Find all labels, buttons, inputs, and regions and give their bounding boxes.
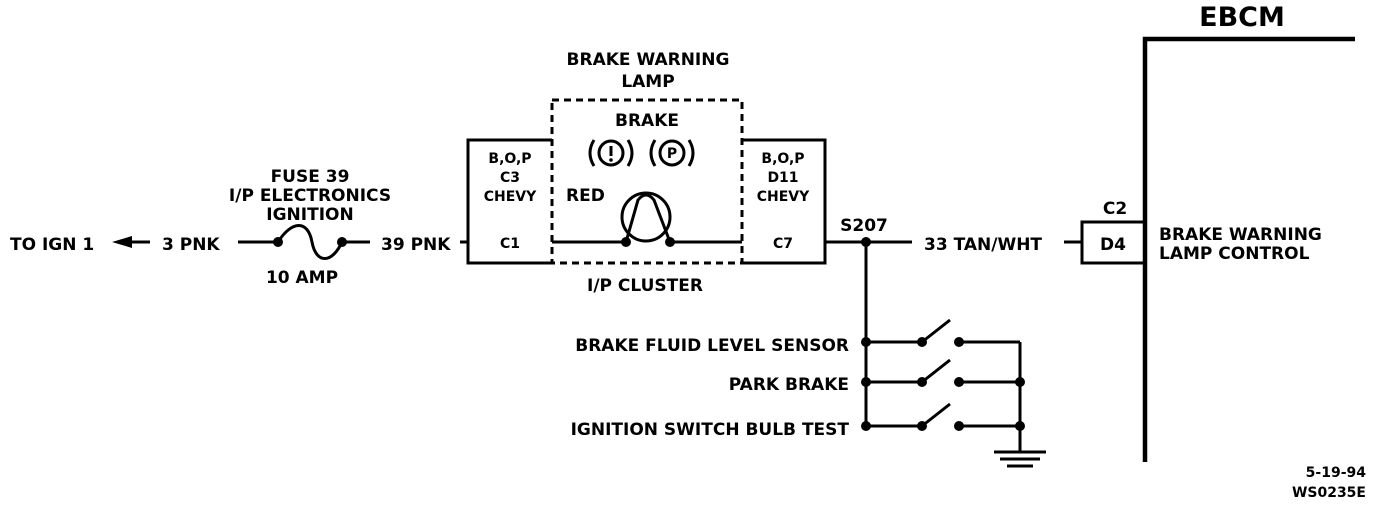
fuse-circuit-label: I/P ELECTRONICS	[229, 186, 391, 206]
lamp-color-label: RED	[566, 186, 605, 206]
wire-39-pnk-label: 39 PNK	[381, 235, 451, 255]
ign-destination-label: TO IGN 1	[10, 235, 94, 255]
lamp-name-label: BRAKE	[615, 111, 679, 131]
left-connector-pin: C1	[500, 236, 520, 252]
ebcm-pin-label: D4	[1100, 235, 1126, 255]
parking-brake-symbol-icon: P	[649, 139, 695, 167]
bulb-icon	[620, 191, 675, 247]
parking-brake-symbol-text: P	[667, 146, 677, 162]
switch-bulb-test-icon	[861, 402, 1025, 431]
ebcm-connector-box	[1080, 220, 1145, 265]
lamp-title-line2: LAMP	[621, 72, 674, 92]
ebcm-title: EBCM	[1199, 2, 1285, 33]
switch-label-park-brake: PARK BRAKE	[729, 375, 849, 395]
right-connector-chevy: CHEVY	[757, 189, 810, 205]
ground-icon	[994, 450, 1046, 468]
right-connector-pin: C7	[773, 236, 793, 252]
switch-fluid-level-icon	[861, 318, 1020, 347]
arrow-left-icon	[112, 236, 132, 248]
fuse-name-label: FUSE 39	[271, 167, 350, 187]
fuse-icon	[276, 224, 344, 260]
left-connector-box	[466, 138, 552, 265]
switch-park-brake-icon	[861, 358, 1025, 387]
lamp-title-line1: BRAKE WARNING	[567, 50, 730, 70]
left-connector-chevy: CHEVY	[484, 189, 537, 205]
fuse-ignition-label: IGNITION	[266, 205, 353, 225]
right-connector-id: D11	[767, 170, 798, 186]
fuse-rating-label: 10 AMP	[266, 268, 338, 288]
diagram-code: WS0235E	[1292, 485, 1366, 501]
splice-label: S207	[840, 216, 888, 236]
diagram-date: 5-19-94	[1306, 465, 1367, 481]
lamp-housing-dashed	[550, 98, 744, 265]
output-wire-label: 33 TAN/WHT	[924, 235, 1042, 255]
left-connector-models: B,O,P	[488, 151, 531, 167]
ebcm-connector-label: C2	[1103, 199, 1127, 219]
switch-label-fluid-level: BRAKE FLUID LEVEL SENSOR	[575, 336, 849, 356]
left-connector-id: C3	[500, 170, 520, 186]
ebcm-module-outline	[1142, 36, 1355, 462]
wire-3-pnk-label: 3 PNK	[162, 235, 220, 255]
switch-label-bulb-test: IGNITION SWITCH BULB TEST	[571, 420, 850, 440]
right-connector-box	[742, 138, 827, 265]
right-connector-models: B,O,P	[761, 151, 804, 167]
brake-warning-symbol-icon	[588, 139, 634, 167]
ebcm-function-line2: LAMP CONTROL	[1159, 244, 1310, 264]
ip-cluster-label: I/P CLUSTER	[587, 276, 703, 296]
ebcm-function-line1: BRAKE WARNING	[1159, 225, 1322, 245]
